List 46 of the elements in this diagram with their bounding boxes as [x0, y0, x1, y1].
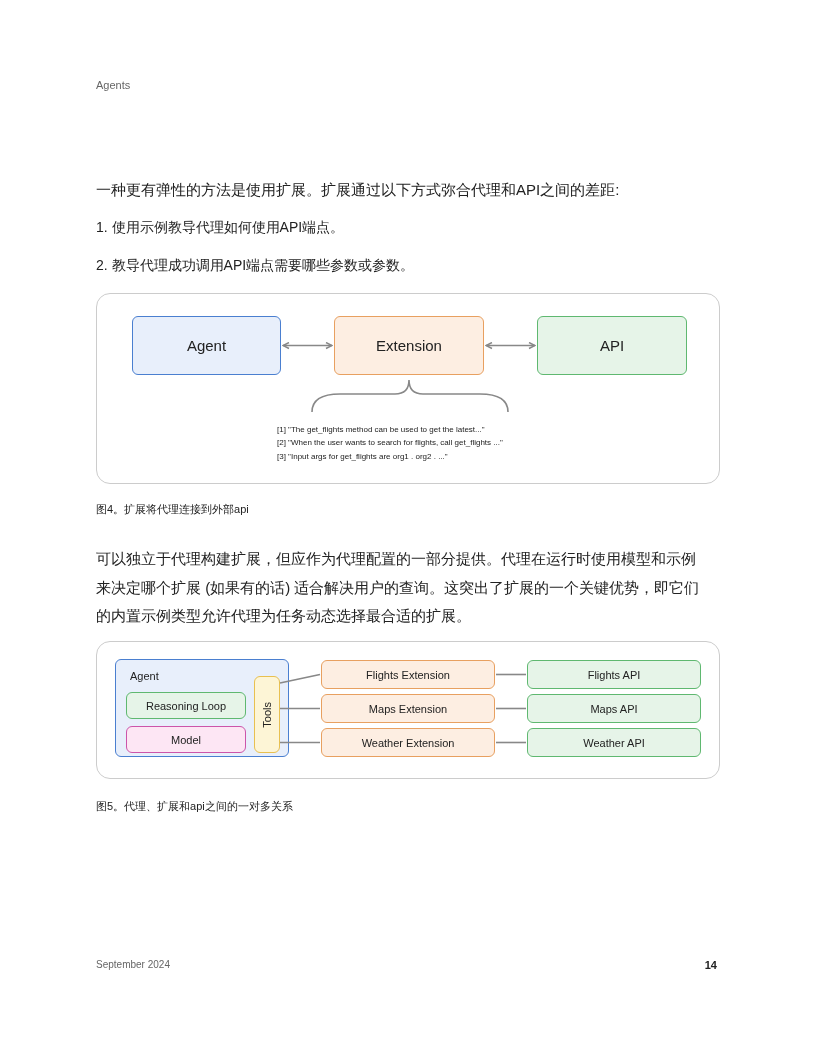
connector-line — [279, 707, 321, 710]
api-box — [527, 660, 701, 689]
extension-box — [321, 728, 495, 757]
node-label: API — [599, 337, 625, 354]
connector-line — [495, 673, 527, 676]
quote-text: [1] "The get_flights method can be used to get the latest..." — [277, 424, 485, 436]
extension-box — [321, 694, 495, 723]
extension-box — [334, 316, 484, 375]
agent-box — [132, 316, 281, 375]
figure-caption: 图4。扩展将代理连接到外部api — [96, 502, 249, 517]
node-label: Maps Extension — [368, 701, 448, 717]
group-title: Agent — [130, 669, 159, 684]
list-item: 1. 使用示例教导代理如何使用API端点。 — [96, 218, 345, 237]
extension-box — [321, 660, 495, 689]
header-text: Agents — [96, 78, 131, 93]
list-item: 2. 教导代理成功调用API端点需要哪些参数或参数。 — [96, 256, 415, 275]
figure-caption: 图5。代理、扩展和api之间的一对多关系 — [96, 799, 293, 814]
connector-line — [495, 707, 527, 710]
connector-line — [279, 673, 321, 684]
node-label: Model — [171, 732, 201, 748]
api-box — [537, 316, 687, 375]
node-label: Maps API — [590, 701, 638, 717]
node-label: Flights API — [587, 667, 641, 683]
connector-line — [495, 741, 527, 744]
double-arrow — [282, 341, 333, 350]
node-label: Weather Extension — [361, 735, 455, 751]
node-label: Flights Extension — [366, 667, 450, 683]
api-box — [527, 694, 701, 723]
api-box — [527, 728, 701, 757]
node-label: Agent — [186, 337, 227, 354]
node-label: Weather API — [583, 735, 645, 751]
model-box — [126, 726, 246, 753]
connector-line — [279, 741, 321, 744]
footer-date: September 2024 — [96, 958, 170, 972]
node-label: Extension — [376, 337, 442, 354]
paragraph: 一种更有弹性的方法是使用扩展。扩展通过以下方式弥合代理和API之间的差距: — [96, 180, 620, 200]
double-arrow — [485, 341, 536, 350]
node-label: Tools — [260, 701, 274, 728]
paragraph: 可以独立于代理构建扩展，但应作为代理配置的一部分提供。代理在运行时使用模型和示例来决定哪个扩展 (如果有的话) 适合解决用户的查询。这突出了扩展的一个关键优势，即它们的内置示例类型允许代理为任务动态选择最合适的扩展。 — [96, 549, 701, 626]
tools-box — [254, 676, 280, 753]
agent-container — [115, 659, 289, 757]
node-label: Reasoning Loop — [145, 698, 227, 714]
page-number: 14 — [703, 958, 717, 973]
reasoning-loop-box — [126, 692, 246, 719]
quote-text: [3] "Input args for get_flights are org1 . org2 . ..." — [277, 451, 448, 463]
quote-text: [2] "When the user wants to search for flights, call get_flights ..." — [277, 437, 503, 449]
